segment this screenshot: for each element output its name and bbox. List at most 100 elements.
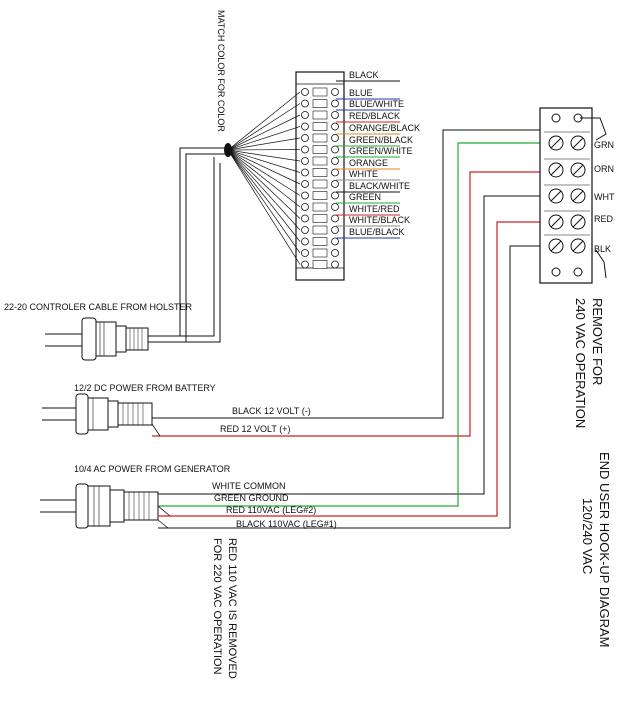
connector-pin	[301, 99, 309, 108]
fan-wire	[227, 149, 301, 196]
dc-black-wire	[152, 129, 548, 419]
connector-leads	[336, 80, 400, 239]
screw-slot	[550, 240, 562, 252]
connector-cavity	[312, 145, 328, 154]
connector-cavity	[312, 122, 328, 131]
screw-slot	[572, 190, 584, 202]
wire-fan	[224, 91, 301, 265]
connector-pin	[301, 203, 309, 211]
connector-pin	[301, 214, 309, 223]
ac-red-wire	[158, 221, 548, 517]
connector-pin	[301, 157, 309, 165]
terminal-screw	[551, 113, 561, 123]
terminal-screw	[551, 267, 561, 277]
fan-wire	[227, 149, 301, 208]
controller-cable-label: 22-20 CONTROLER CABLE FROM HOLSTER	[4, 302, 193, 312]
red-removed-note-line2: FOR 220 VAC OPERATION	[211, 538, 223, 675]
connector-pin	[331, 237, 339, 246]
connector-pin	[331, 249, 339, 257]
ac-black-wire	[158, 245, 548, 529]
fan-wire	[227, 126, 301, 151]
connector-cavity	[312, 156, 328, 166]
terminal-label-orn: ORN	[594, 164, 614, 174]
match-color-note: MATCH COLOR FOR COLOR	[216, 10, 226, 132]
fan-wire	[227, 114, 301, 151]
connector-pin	[301, 249, 309, 257]
fan-wire	[227, 149, 301, 162]
ac-green-wire	[158, 142, 548, 507]
wire-label-green-white: GREEN/WHITE	[349, 146, 413, 156]
terminal-screw	[573, 267, 583, 277]
screw-slot	[550, 137, 562, 149]
connector-pin	[301, 191, 309, 200]
wire-label-red-black: RED/BLACK	[349, 111, 400, 121]
connector-pin	[331, 260, 339, 269]
screw-slot	[550, 164, 562, 176]
connector-pin	[331, 191, 339, 200]
screw-slot	[550, 216, 562, 228]
connector-cavity	[312, 168, 328, 177]
connector-cavity	[312, 248, 328, 258]
connector-cavity	[312, 87, 328, 97]
wire-label-orange-black: ORANGE/BLACK	[349, 123, 420, 133]
controller-gland	[45, 317, 149, 361]
wire-label-blue: BLUE	[349, 88, 373, 98]
ac-white-label: WHITE COMMON	[212, 481, 286, 491]
connector-pin	[301, 111, 309, 119]
wire-label-orange: ORANGE	[349, 158, 388, 168]
connector-pin	[331, 180, 339, 188]
wire-label-blue-black: BLUE/BLACK	[349, 227, 405, 237]
fan-wire	[227, 149, 301, 185]
connector-pin	[331, 99, 339, 108]
connector-cavity	[312, 260, 328, 269]
hookup-title-line1: END USER HOOK-UP DIAGRAM	[597, 452, 612, 648]
screw-slot	[572, 164, 584, 176]
connector-pin	[301, 122, 309, 131]
terminal-label-wht: WHT	[594, 192, 615, 202]
ac-power-label: 10/4 AC POWER FROM GENERATOR	[74, 464, 231, 474]
dc-black-label: BLACK 12 VOLT (-)	[232, 406, 311, 416]
dc-red-wire	[152, 171, 548, 437]
terminal-block	[539, 107, 593, 284]
wire-label-black: BLACK	[349, 70, 379, 80]
terminal-label-grn: GRN	[594, 140, 614, 150]
hookup-title-line2: 120/240 VAC	[580, 498, 595, 574]
screw-slot	[572, 240, 584, 252]
wire-label-white: WHITE	[349, 169, 378, 179]
fan-wire	[227, 91, 301, 151]
wire-label-blue-white: BLUE/WHITE	[349, 99, 404, 109]
screw-slot	[572, 216, 584, 228]
fan-wire	[227, 149, 301, 173]
connector-pin	[331, 226, 339, 234]
wire-label-black-white: BLACK/WHITE	[349, 181, 410, 191]
wire-label-white-black: WHITE/BLACK	[349, 215, 410, 225]
ac-black-label: BLACK 110VAC (LEG#1)	[236, 519, 337, 529]
red-removed-note-line1: RED 110 VAC IS REMOVED	[226, 538, 238, 679]
wire-bundle	[224, 143, 232, 157]
connector-pin	[301, 134, 309, 142]
connector-cavity	[312, 99, 328, 108]
fan-wire	[227, 149, 301, 254]
terminal-label-red: RED	[594, 214, 614, 224]
connector-pin	[301, 237, 309, 246]
fan-wire	[227, 149, 301, 219]
connector-pin	[331, 122, 339, 131]
connector-pin	[301, 88, 309, 96]
connector-pin	[331, 157, 339, 165]
remove-for-note-line1: REMOVE FOR	[590, 298, 605, 385]
connector-pin	[331, 111, 339, 119]
connector-wire-labels: BLACK BLUE BLUE/WHITE RED/BLACK ORANGE/B…	[349, 70, 420, 237]
connector-pin	[331, 88, 339, 96]
connector-pin	[331, 203, 339, 211]
connector-pin	[331, 134, 339, 142]
ac-white-wire	[158, 195, 548, 495]
wire-label-green-black: GREEN/BLACK	[349, 135, 413, 145]
dc-power-label: 12/2 DC POWER FROM BATTERY	[74, 383, 216, 393]
fan-wire	[227, 103, 301, 151]
connector-pin	[331, 214, 339, 223]
fan-wire	[227, 137, 301, 151]
connector-cavity	[312, 214, 328, 223]
connector-pin	[331, 145, 339, 154]
connector-pin	[301, 226, 309, 234]
